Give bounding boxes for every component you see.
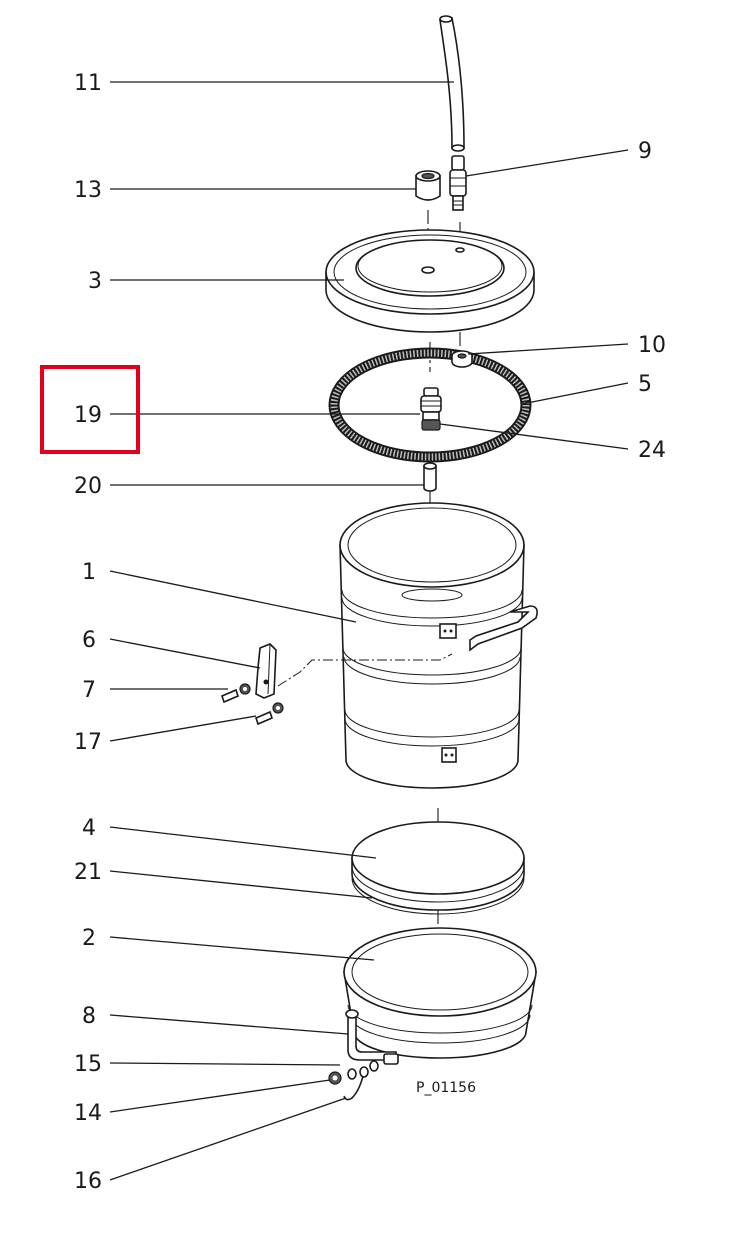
part-15-washer (347, 1060, 379, 1080)
callout-11: 11 (74, 71, 102, 96)
part-19-fitting (420, 387, 442, 431)
part-2-pan (343, 927, 537, 1059)
callout-21: 21 (74, 860, 102, 885)
callout-labels: 11 9 13 3 10 5 19 24 20 1 6 7 17 4 21 2 … (74, 71, 666, 1194)
callout-7: 7 (82, 678, 96, 703)
callout-20: 20 (74, 474, 102, 499)
part-8-drain-pipe (345, 1009, 399, 1065)
drawing-code: P_01156 (416, 1080, 476, 1096)
part-10-nut (451, 350, 473, 368)
callout-17: 17 (74, 730, 102, 755)
callout-5: 5 (638, 372, 652, 397)
callout-6: 6 (82, 628, 96, 653)
callout-1: 1 (82, 560, 96, 585)
part-17-screw (255, 702, 284, 726)
callout-19: 19 (74, 403, 102, 428)
callout-8: 8 (82, 1004, 96, 1029)
part-4-disc (351, 821, 525, 915)
leader-lines (109, 81, 629, 1181)
part-3-lid (325, 229, 535, 333)
callout-16: 16 (74, 1169, 102, 1194)
callout-10: 10 (638, 333, 666, 358)
part-9-coupling (449, 155, 467, 211)
part-6-bracket (255, 643, 453, 699)
part-11-hose (439, 15, 465, 152)
callout-13: 13 (74, 178, 102, 203)
part-7-screw (221, 683, 251, 704)
highlight-box (40, 365, 140, 454)
callout-24: 24 (638, 438, 666, 463)
callout-15: 15 (74, 1052, 102, 1077)
part-20-tube (423, 462, 437, 492)
part-14-nut (328, 1071, 342, 1085)
callout-4: 4 (82, 816, 96, 841)
callout-2: 2 (82, 926, 96, 951)
callout-9: 9 (638, 139, 652, 164)
part-1-drum (339, 502, 538, 789)
part-5-gasket (328, 347, 532, 463)
callout-3: 3 (88, 269, 102, 294)
callout-14: 14 (74, 1101, 102, 1126)
part-13-cap (415, 170, 441, 201)
